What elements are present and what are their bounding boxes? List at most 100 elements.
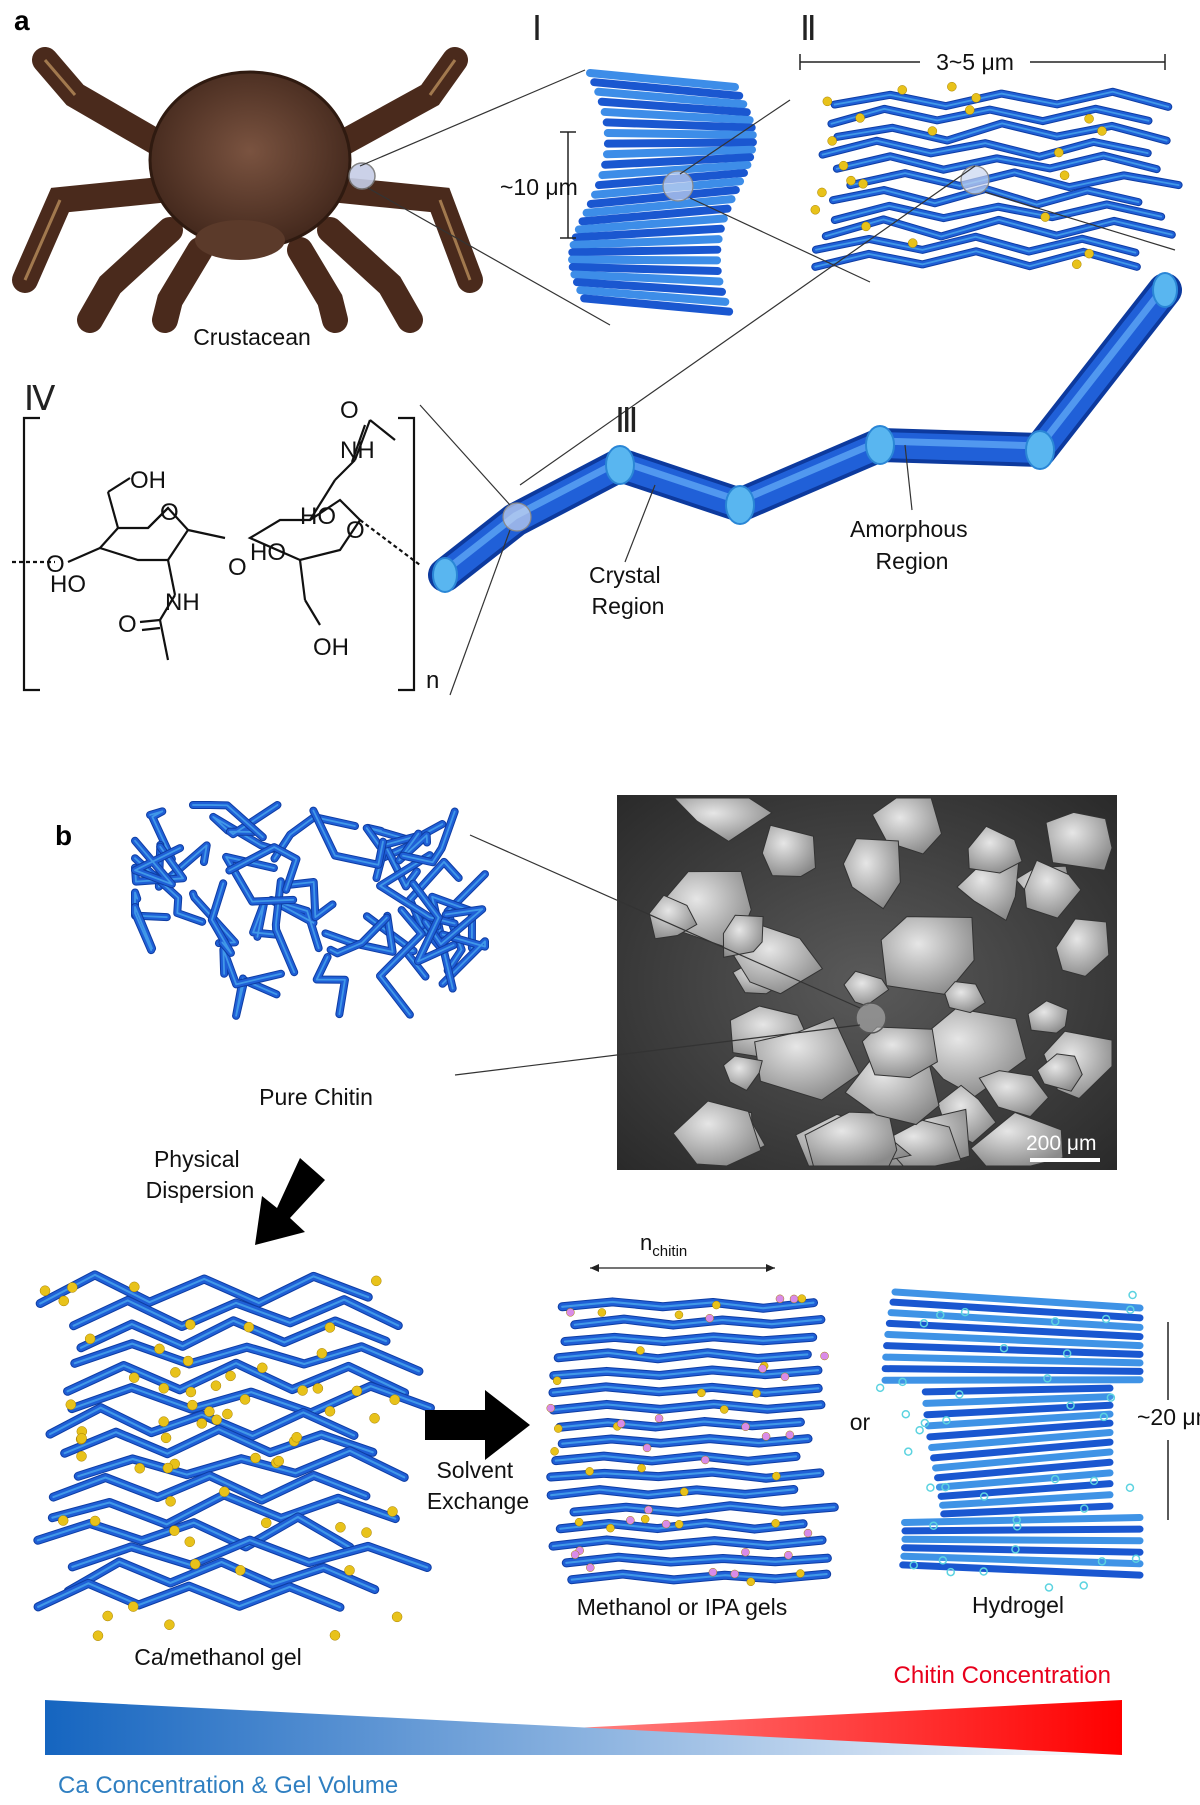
pure-chitin-label: Pure Chitin — [259, 1084, 373, 1110]
dispersion-arrow — [255, 1158, 325, 1245]
water-dot — [929, 1521, 938, 1530]
panel-a-letter: a — [14, 5, 30, 36]
water-dot — [1106, 1393, 1116, 1402]
ion-dot — [785, 1430, 795, 1440]
ion-dot — [971, 93, 981, 103]
ion-dot — [1084, 248, 1094, 259]
ion-dot — [389, 1394, 400, 1405]
ion-dot — [158, 1416, 169, 1427]
ion-dot — [761, 1432, 771, 1441]
ion-dot — [316, 1348, 328, 1359]
water-dot — [919, 1319, 929, 1328]
ion-dot — [907, 238, 918, 248]
ion-dot — [827, 136, 837, 146]
n-chitin-arrow — [590, 1264, 775, 1272]
ion-dot — [158, 1383, 170, 1394]
ion-dot — [1097, 126, 1107, 136]
n-chitin-label: nchitin — [640, 1230, 687, 1260]
ion-dot — [822, 96, 833, 107]
fiber-network-II — [810, 81, 1183, 271]
ion-dot — [803, 1528, 813, 1538]
ion-dot — [160, 1432, 172, 1444]
ion-dot — [154, 1343, 165, 1355]
hydrogel-helix — [875, 1288, 1144, 1592]
roman-II: Ⅱ — [800, 11, 817, 48]
chemical-labels: OH O O HO NH O O HO HO O NH O OH n — [46, 397, 439, 694]
ion-dot — [225, 1370, 236, 1382]
fibril-highlight-circle — [502, 502, 532, 532]
ion-dot — [775, 1294, 785, 1304]
svg-text:OH: OH — [313, 634, 349, 661]
ion-dot — [719, 1405, 729, 1414]
water-dot — [936, 1310, 945, 1320]
ion-dot — [796, 1569, 805, 1578]
sem-flake — [761, 824, 816, 877]
panel-b-letter: b — [55, 820, 72, 851]
water-dot — [979, 1567, 988, 1576]
ion-dot — [550, 1447, 559, 1456]
water-dot — [898, 1377, 907, 1387]
ion-dot — [566, 1308, 575, 1317]
ion-dot — [344, 1565, 355, 1576]
ion-dot — [626, 1516, 635, 1525]
ion-dot — [185, 1319, 196, 1330]
water-dot — [1089, 1476, 1099, 1486]
water-dot — [1126, 1305, 1135, 1315]
ion-dot — [741, 1422, 750, 1432]
svg-text:O: O — [118, 611, 137, 638]
ion-dot — [182, 1355, 194, 1367]
water-dot — [1050, 1474, 1060, 1484]
roman-IV: Ⅳ — [24, 381, 56, 418]
water-dot — [955, 1390, 964, 1399]
ion-dot — [204, 1406, 215, 1417]
svg-text:O: O — [228, 554, 247, 581]
crab-image — [12, 47, 483, 333]
sem-flake — [970, 1111, 1064, 1167]
ion-dot — [772, 1471, 781, 1481]
ion-dot — [861, 221, 871, 232]
ion-dot — [58, 1295, 70, 1307]
ion-dot — [838, 160, 849, 171]
ion-dot — [784, 1550, 793, 1560]
sem-flake — [648, 894, 698, 940]
ion-dot — [758, 1364, 767, 1373]
water-dot — [941, 1482, 950, 1492]
ion-dot — [712, 1300, 721, 1310]
water-dot — [875, 1383, 885, 1393]
ion-dot — [546, 1403, 555, 1413]
connector-lines-II — [519, 99, 1176, 486]
ion-dot — [76, 1433, 87, 1444]
ion-dot — [637, 1463, 646, 1473]
sem-micrograph: 200 μm — [617, 795, 1117, 1170]
ca-gel-label: Ca/methanol gel — [134, 1644, 302, 1670]
svg-text:NH: NH — [340, 437, 375, 464]
ion-dot — [196, 1418, 208, 1429]
water-dot — [942, 1416, 951, 1425]
ion-dot — [752, 1389, 761, 1398]
ion-dot — [57, 1515, 69, 1526]
ion-dot — [1054, 147, 1064, 158]
water-dot — [1099, 1412, 1109, 1422]
sem-flake — [673, 797, 773, 843]
ion-dot — [387, 1506, 398, 1517]
svg-text:HO: HO — [50, 571, 86, 598]
hydrogel-size-label: ~20 μm — [1137, 1404, 1200, 1430]
ion-dot — [644, 1505, 653, 1515]
ion-dot — [297, 1385, 308, 1396]
helix-size-bar — [560, 131, 576, 239]
ion-dot — [128, 1601, 139, 1612]
water-dot — [960, 1307, 970, 1317]
ion-dot — [554, 1424, 563, 1433]
ion-dot — [239, 1394, 251, 1405]
ion-dot — [335, 1522, 346, 1533]
ion-dot — [324, 1322, 336, 1333]
sem-flake — [1055, 918, 1110, 977]
ion-dot — [570, 1550, 580, 1559]
ion-dot — [134, 1462, 146, 1474]
ion-dot — [170, 1367, 181, 1378]
solvent-exchange-label: Solvent Exchange — [427, 1457, 529, 1514]
ion-dot — [89, 1515, 101, 1527]
water-dot — [1012, 1515, 1021, 1525]
ion-dot — [222, 1408, 233, 1420]
ion-dot — [552, 1376, 562, 1385]
